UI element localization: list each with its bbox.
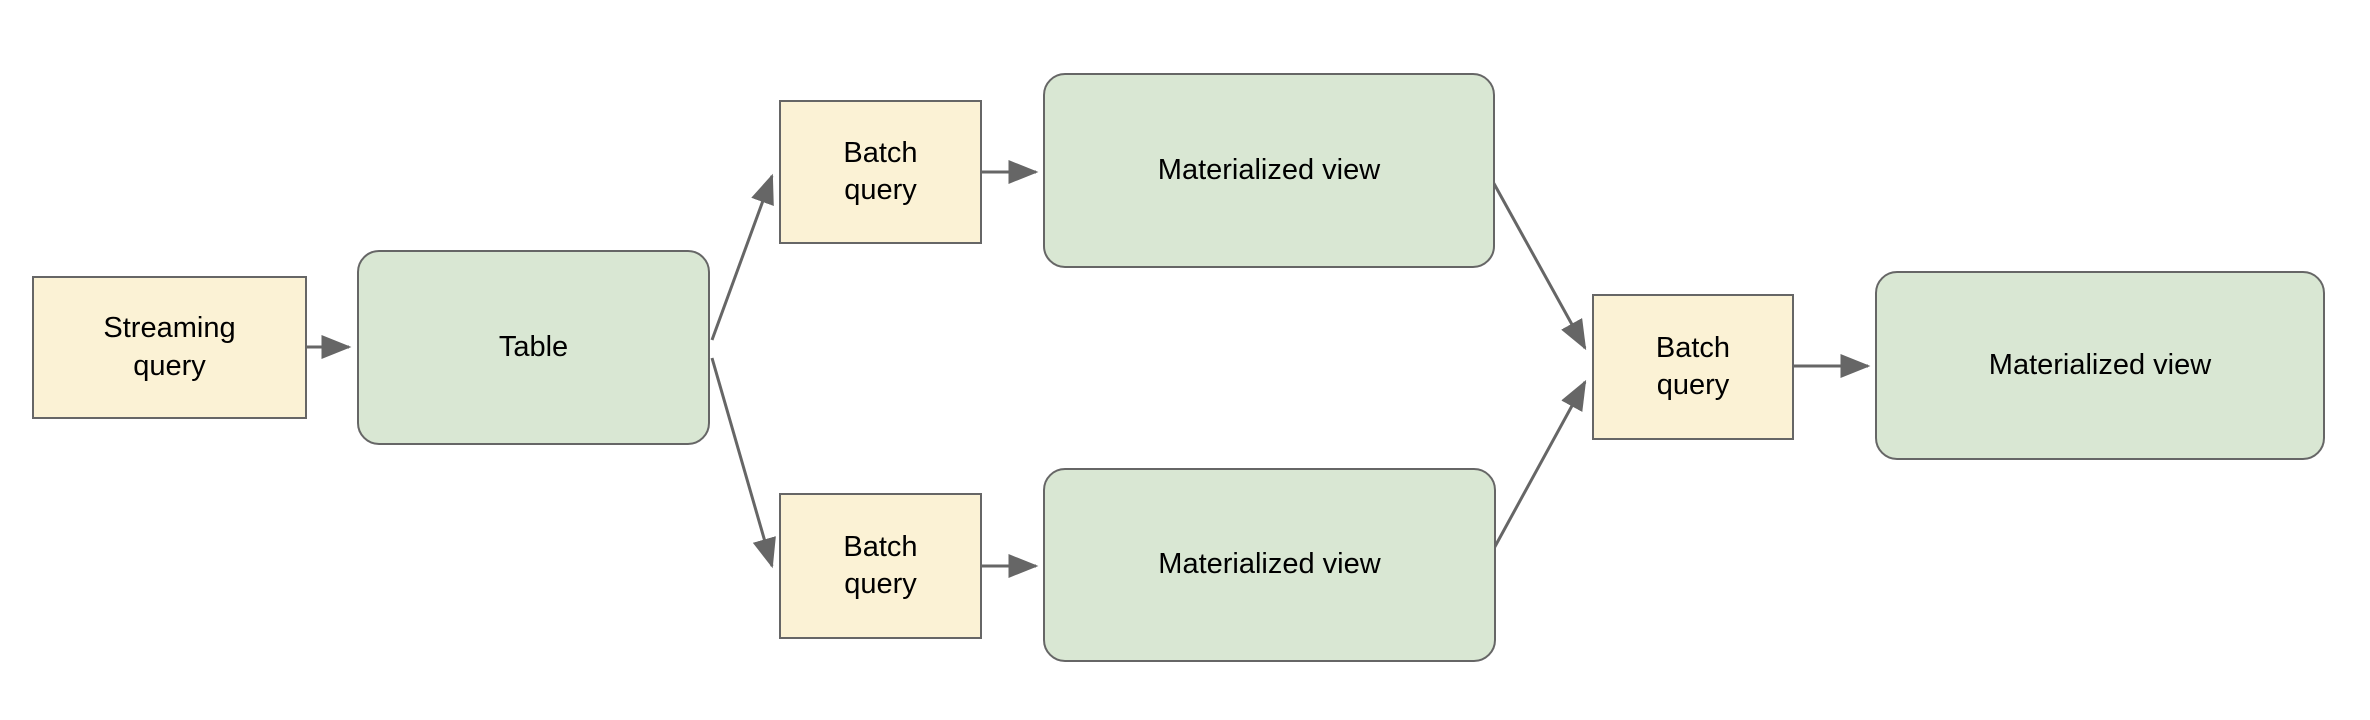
node-table[interactable]: Table — [357, 250, 710, 445]
node-batch-query-top[interactable]: Batch query — [779, 100, 982, 244]
node-batch-query-bottom-label: Batch query — [843, 530, 918, 600]
node-table-label: Table — [498, 330, 569, 363]
node-materialized-view-final[interactable]: Materialized view — [1875, 271, 2325, 460]
edge-mv-bottom-to-batch-merge — [1490, 379, 1587, 553]
node-batch-query-merge[interactable]: Batch query — [1592, 294, 1794, 440]
edge-mv-top-to-batch-merge — [1490, 179, 1587, 351]
node-materialized-view-top[interactable]: Materialized view — [1043, 73, 1495, 268]
node-materialized-view-bottom-label: Materialized view — [1158, 548, 1381, 581]
node-materialized-view-bottom[interactable]: Materialized view — [1043, 468, 1496, 662]
node-batch-query-merge-label: Batch query — [1655, 331, 1731, 401]
node-streaming-query-label: Streaming query — [103, 312, 236, 382]
node-batch-query-top-label: Batch query — [843, 136, 918, 206]
edge-table-to-batch-bottom — [710, 357, 776, 569]
edge-table-to-batch-top — [710, 173, 774, 341]
node-streaming-query[interactable]: Streaming query — [32, 276, 307, 419]
node-materialized-view-top-label: Materialized view — [1157, 153, 1381, 186]
node-batch-query-bottom[interactable]: Batch query — [779, 493, 982, 639]
node-materialized-view-final-label: Materialized view — [1988, 348, 2212, 381]
